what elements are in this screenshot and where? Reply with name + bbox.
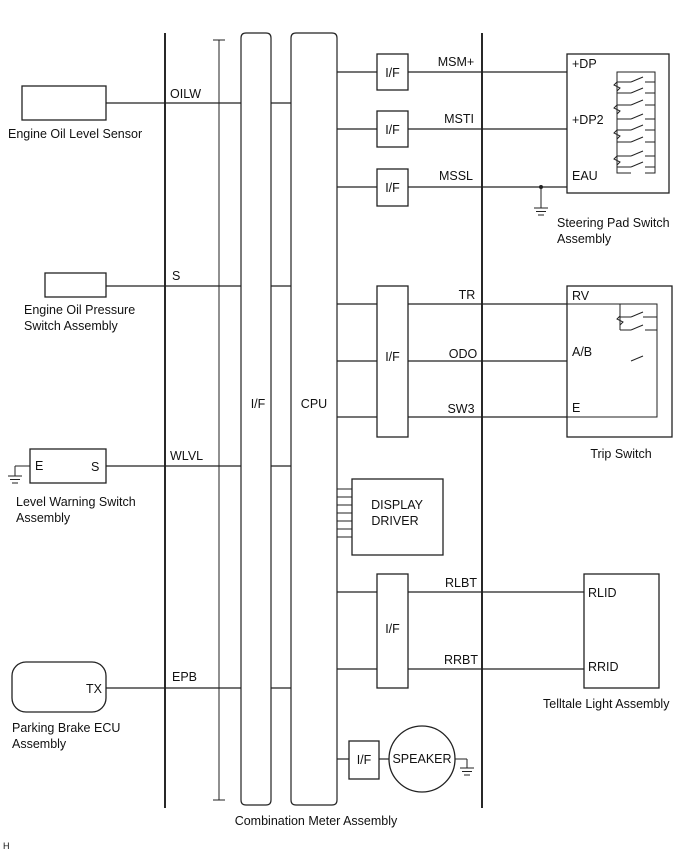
level-warning-label-line1: Level Warning Switch <box>16 495 136 509</box>
cpu-label: CPU <box>301 397 327 411</box>
rlbt-signal-label: RLBT <box>445 576 477 590</box>
engine-oil-pressure-label-line1: Engine Oil Pressure <box>24 303 135 317</box>
trip-switch-contacts-icon <box>567 303 658 418</box>
level-warning-terminal-e: E <box>35 459 43 473</box>
level-warning-switch: E S Level Warning Switch Assembly <box>8 448 136 525</box>
steering-terminal-dp: +DP <box>572 57 597 71</box>
level-warning-ground-icon <box>8 465 30 484</box>
engine-oil-pressure-label-line2: Switch Assembly <box>24 319 119 333</box>
epb-signal-label: EPB <box>172 670 197 684</box>
msm-signal-label: MSM+ <box>438 55 474 69</box>
meter-interface-label: I/F <box>251 397 266 411</box>
wlvl-wire: WLVL <box>106 449 291 467</box>
trip-terminal-e: E <box>572 401 580 415</box>
level-warning-label-line2: Assembly <box>16 511 71 525</box>
engine-oil-level-sensor: Engine Oil Level Sensor <box>8 85 142 141</box>
msti-interface-label: I/F <box>385 123 400 137</box>
trip-switch: RV A/B E Trip Switch <box>566 285 673 461</box>
steering-terminal-dp2: +DP2 <box>572 113 604 127</box>
trip-interface: I/F TR ODO SW3 <box>337 285 567 438</box>
mssl-ground-icon <box>534 185 548 216</box>
odo-signal-label: ODO <box>449 347 478 361</box>
telltale-interface-label: I/F <box>385 622 400 636</box>
msti-signal-label: MSTI <box>444 112 474 126</box>
steering-pad-label-line2: Assembly <box>557 232 612 246</box>
display-driver-label-line2: DRIVER <box>371 514 418 528</box>
parking-brake-terminal-tx: TX <box>86 682 103 696</box>
level-warning-terminal-s: S <box>91 460 99 474</box>
steering-switch-network-icon <box>613 71 656 174</box>
engine-oil-pressure-switch: Engine Oil Pressure Switch Assembly <box>24 272 135 333</box>
mssl-signal-label: MSSL <box>439 169 473 183</box>
wlvl-signal-label: WLVL <box>170 449 203 463</box>
speaker-ground-icon <box>455 758 474 776</box>
oilw-signal-label: OILW <box>170 87 201 101</box>
speaker-section: I/F SPEAKER <box>337 725 474 793</box>
steering-pad-interfaces: I/F MSM+ I/F MSTI I/F MSSL <box>337 53 567 216</box>
telltale-light-label: Telltale Light Assembly <box>543 697 670 711</box>
s-wire: S <box>106 269 291 287</box>
telltale-light-assembly: RLID RRID Telltale Light Assembly <box>543 573 670 711</box>
footer-code: H <box>3 841 10 851</box>
parking-brake-label-line1: Parking Brake ECU <box>12 721 120 735</box>
display-driver-label-line1: DISPLAY <box>371 498 424 512</box>
trip-switch-label: Trip Switch <box>590 447 651 461</box>
engine-oil-level-sensor-label: Engine Oil Level Sensor <box>8 127 142 141</box>
epb-wire: EPB <box>106 670 291 689</box>
s-signal-label: S <box>172 269 180 283</box>
mssl-interface-label: I/F <box>385 181 400 195</box>
combination-meter-frame: I/F CPU Combination Meter Assembly <box>164 32 483 828</box>
tr-signal-label: TR <box>459 288 476 302</box>
parking-brake-ecu: TX Parking Brake ECU Assembly <box>11 661 120 751</box>
combination-meter-label: Combination Meter Assembly <box>235 814 398 828</box>
msm-interface-label: I/F <box>385 66 400 80</box>
speaker-interface-label: I/F <box>357 753 372 767</box>
telltale-interface: I/F RLBT RRBT <box>337 573 584 689</box>
trip-terminal-ab: A/B <box>572 345 592 359</box>
oilw-wire: OILW <box>106 87 291 104</box>
trip-terminal-rv: RV <box>572 289 590 303</box>
steering-terminal-eau: EAU <box>572 169 598 183</box>
steering-pad-label-line1: Steering Pad Switch <box>557 216 670 230</box>
telltale-terminal-rlid: RLID <box>588 586 616 600</box>
parking-brake-label-line2: Assembly <box>12 737 67 751</box>
sw3-signal-label: SW3 <box>447 402 474 416</box>
steering-pad-switch: +DP +DP2 EAU Steering Pad Switch Assembl… <box>557 53 670 246</box>
display-driver: DISPLAY DRIVER <box>337 478 444 556</box>
rrbt-signal-label: RRBT <box>444 653 478 667</box>
trip-interface-label: I/F <box>385 350 400 364</box>
speaker-label: SPEAKER <box>392 752 451 766</box>
telltale-terminal-rrid: RRID <box>588 660 619 674</box>
